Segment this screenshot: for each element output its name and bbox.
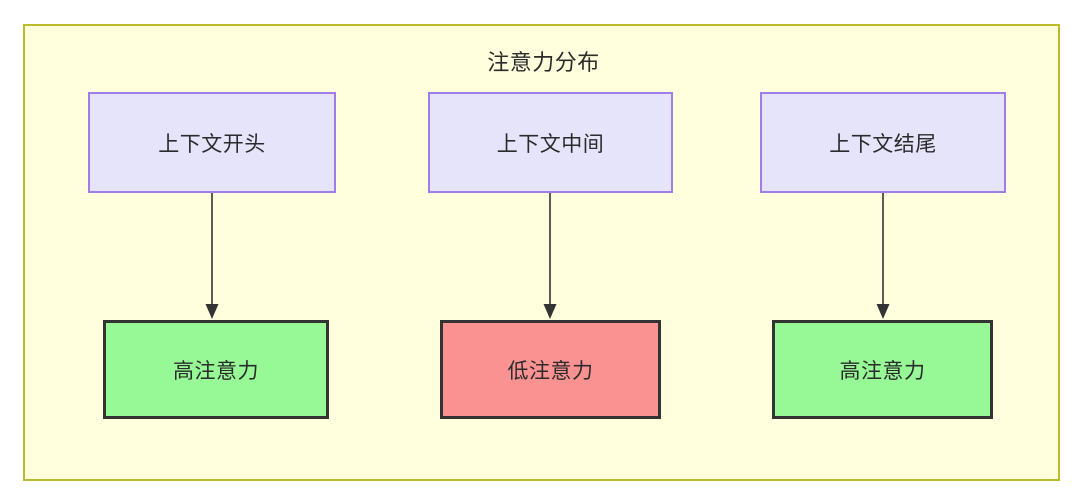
node-attention-start-label: 高注意力 xyxy=(173,359,259,383)
node-context-start-label: 上下文开头 xyxy=(158,132,266,156)
node-attention-middle[interactable]: 低注意力 xyxy=(440,320,661,419)
edge-context-start-to-attention-start xyxy=(205,193,219,319)
arrow-down-icon xyxy=(543,304,557,319)
edge-context-end-to-attention-end xyxy=(876,193,890,319)
node-attention-end[interactable]: 高注意力 xyxy=(772,320,993,419)
node-attention-start[interactable]: 高注意力 xyxy=(103,320,329,419)
node-context-end[interactable]: 上下文结尾 xyxy=(760,92,1006,193)
node-attention-middle-label: 低注意力 xyxy=(507,359,594,383)
node-attention-end-label: 高注意力 xyxy=(839,359,926,383)
node-context-end-label: 上下文结尾 xyxy=(829,132,937,156)
subgraph-title: 注意力分布 xyxy=(487,50,600,75)
arrow-down-icon xyxy=(205,304,219,319)
edge-context-middle-to-attention-middle xyxy=(543,193,557,319)
node-context-middle[interactable]: 上下文中间 xyxy=(428,92,673,193)
arrow-down-icon xyxy=(876,304,890,319)
node-context-middle-label: 上下文中间 xyxy=(496,132,605,156)
node-context-start[interactable]: 上下文开头 xyxy=(88,92,336,193)
